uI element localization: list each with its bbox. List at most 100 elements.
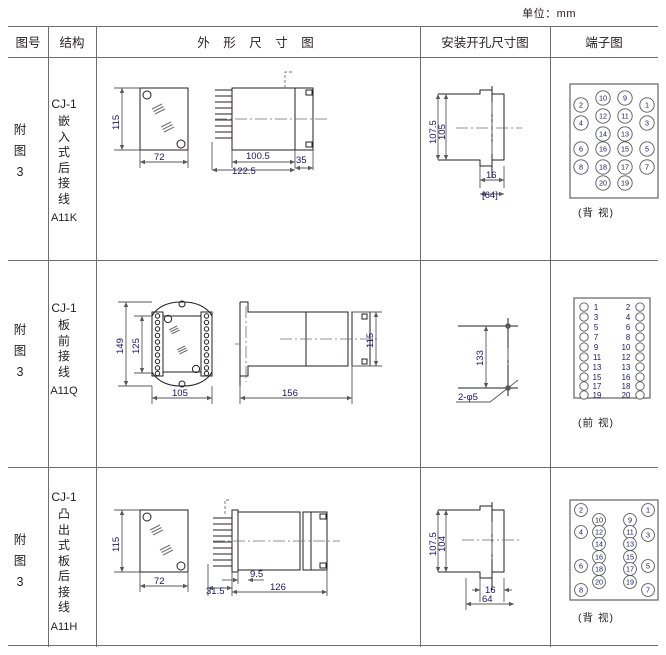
dim-16: 16 <box>486 170 497 181</box>
dim-35: 35 <box>296 155 307 166</box>
svg-text:14: 14 <box>595 539 603 548</box>
mounting-drawing-row-3: 107.5 104 16 64 <box>418 498 538 628</box>
structure-cn: 嵌 入 式 后 接 线 <box>40 114 88 207</box>
structure-char: 式 <box>57 145 70 159</box>
structure-row-1: CJ-1 嵌 入 式 后 接 线 A11K <box>40 96 88 226</box>
figure-no-char: 3 <box>16 165 24 179</box>
svg-text:2: 2 <box>626 303 630 312</box>
dim-105: 105 <box>172 388 188 399</box>
svg-text:16: 16 <box>595 552 603 561</box>
svg-text:11: 11 <box>626 527 633 536</box>
structure-char: 出 <box>57 522 70 537</box>
svg-text:2: 2 <box>579 101 583 110</box>
mounting-drawing-row-2: 133 2-φ5 <box>430 300 540 420</box>
svg-text:18: 18 <box>622 382 631 391</box>
figure-no-char: 附 <box>13 533 27 547</box>
dim-149: 149 <box>115 338 126 354</box>
figure-no-char: 3 <box>16 365 24 379</box>
svg-text:13: 13 <box>621 130 629 139</box>
terminal-circles: 2 10 9 1 12 11 4 3 14 13 6 16 15 5 8 18 … <box>573 90 655 191</box>
svg-text:17: 17 <box>593 382 602 391</box>
column-divider-4 <box>550 27 551 647</box>
dim-100-5: 100.5 <box>246 151 270 162</box>
dim-104: 104 <box>437 536 448 552</box>
svg-text:8: 8 <box>579 585 583 594</box>
svg-text:13: 13 <box>622 363 631 372</box>
svg-text:7: 7 <box>646 585 650 594</box>
dim-2-phi-5: 2-φ5 <box>458 392 478 403</box>
svg-text:20: 20 <box>622 391 631 400</box>
svg-text:19: 19 <box>626 577 634 586</box>
svg-text:10: 10 <box>599 94 607 103</box>
structure-char: 前 <box>57 333 70 348</box>
header-outline: 外 形 尺 寸 图 <box>197 36 319 50</box>
svg-text:4: 4 <box>579 527 583 536</box>
svg-text:5: 5 <box>594 323 599 332</box>
structure-char: 嵌 <box>57 114 70 128</box>
svg-text:13: 13 <box>626 539 634 548</box>
structure-code: A11Q <box>50 385 78 397</box>
svg-text:1: 1 <box>594 303 598 312</box>
outline-drawing-row-3: 115 72 <box>100 498 400 628</box>
structure-char: 后 <box>57 569 70 583</box>
dim-107-5: 107.5 <box>428 532 439 556</box>
unit-note: 单位：mm <box>522 8 576 20</box>
model-label: CJ-1 <box>51 97 77 111</box>
structure-cn: 板 前 接 线 <box>40 318 88 380</box>
svg-text:6: 6 <box>626 323 630 332</box>
structure-char: 线 <box>57 364 70 379</box>
header-structure: 结构 <box>59 36 85 50</box>
dim-105: 105 <box>437 124 448 140</box>
svg-text:15: 15 <box>626 552 634 561</box>
figure-no-char: 3 <box>16 575 24 589</box>
header-mounting: 安装开孔尺寸图 <box>441 36 529 50</box>
svg-text:9: 9 <box>628 515 632 524</box>
column-divider-1 <box>48 27 49 647</box>
figure-no-row-1: 附 图 3 <box>0 120 40 183</box>
model-label: CJ-1 <box>51 490 77 504</box>
svg-text:3: 3 <box>645 119 649 128</box>
structure-char: 接 <box>57 176 70 190</box>
dim-64: 64 <box>482 594 493 605</box>
svg-text:5: 5 <box>646 561 650 570</box>
svg-text:6: 6 <box>579 145 583 154</box>
svg-text:1: 1 <box>646 505 650 514</box>
structure-row-3: CJ-1 凸 出 式 板 后 接 线 A11H <box>40 489 88 635</box>
dim-107-5: 107.5 <box>428 120 439 144</box>
svg-text:4: 4 <box>626 313 631 322</box>
dim-115: 115 <box>365 333 376 348</box>
dim-126: 126 <box>270 582 286 593</box>
svg-text:15: 15 <box>621 145 629 154</box>
svg-text:10: 10 <box>622 343 631 352</box>
structure-char: 凸 <box>57 507 70 521</box>
structure-char: 线 <box>57 600 70 614</box>
svg-text:9: 9 <box>594 343 598 352</box>
header-rule <box>8 57 658 58</box>
header-terminal: 端子图 <box>585 36 623 50</box>
dim-115: 115 <box>111 115 122 130</box>
svg-text:3: 3 <box>646 530 650 539</box>
header-figure-no: 图号 <box>15 36 41 50</box>
svg-text:11: 11 <box>593 353 601 362</box>
outline-drawing-row-1: 115 72 <box>100 71 400 223</box>
terminal-diagram-row-2: 1 2 3 4 5 6 7 8 9 10 11 12 13 13 15 16 1… <box>572 296 658 406</box>
structure-char: 入 <box>57 129 70 144</box>
structure-code: A11K <box>50 212 78 224</box>
svg-text:12: 12 <box>622 353 631 362</box>
structure-char: 板 <box>57 318 70 332</box>
figure-no-char: 附 <box>13 323 27 337</box>
dim-125: 125 <box>131 338 142 354</box>
terminal-diagram-row-1: 2 10 9 1 12 11 4 3 14 13 6 16 15 5 8 18 … <box>568 82 664 200</box>
svg-text:16: 16 <box>622 373 631 382</box>
svg-text:15: 15 <box>593 373 602 382</box>
svg-text:12: 12 <box>595 527 603 536</box>
structure-row-2: CJ-1 板 前 接 线 A11Q <box>40 300 88 399</box>
column-divider-2 <box>96 27 97 647</box>
svg-text:4: 4 <box>579 119 583 128</box>
structure-char: 后 <box>57 160 70 175</box>
dim-156: 156 <box>282 388 298 399</box>
svg-text:19: 19 <box>621 179 629 188</box>
svg-text:14: 14 <box>599 130 607 139</box>
structure-char: 接 <box>57 584 70 599</box>
figure-no-row-2: 附 图 3 <box>0 320 40 383</box>
